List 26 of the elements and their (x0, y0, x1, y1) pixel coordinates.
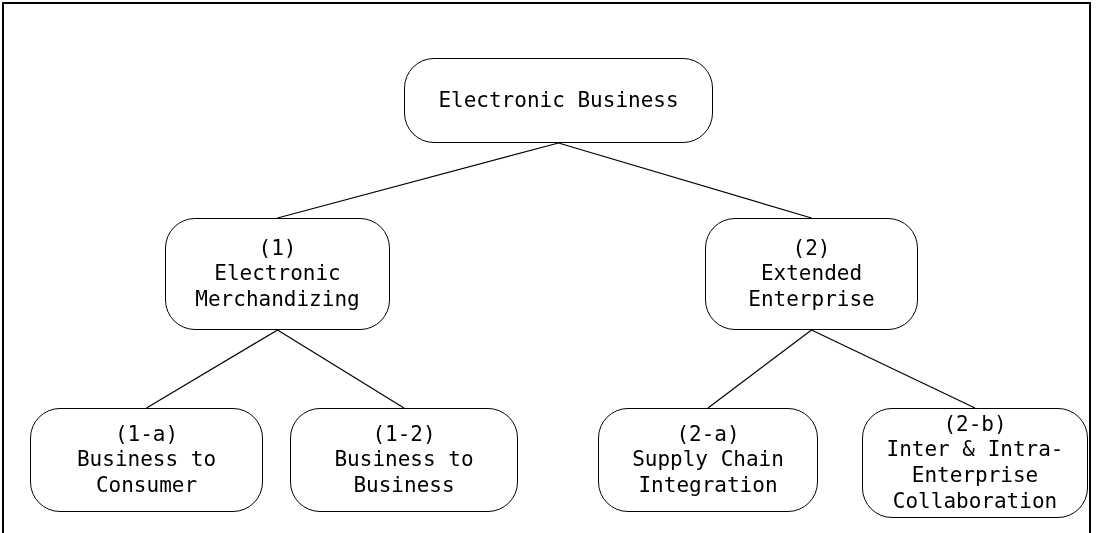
node-label: Extended Enterprise (747, 261, 876, 313)
node-number: (1-a) (114, 421, 179, 448)
connector-line (276, 329, 405, 409)
node-label: Supply Chain Integration (631, 447, 785, 499)
rounded-box (290, 408, 518, 512)
connector-line (145, 329, 279, 409)
node-label: Inter & Intra-Enterprise Collaboration (885, 437, 1065, 515)
node-number: (2) (792, 235, 831, 262)
rounded-box (598, 408, 818, 512)
rounded-box (404, 58, 713, 143)
node-number: (2-a) (676, 421, 740, 448)
node-number: (1-2) (372, 421, 436, 448)
node-number: (2-b) (943, 411, 1007, 438)
node-label: Business to Consumer (75, 447, 218, 499)
rounded-box (862, 408, 1088, 518)
rounded-box (165, 218, 390, 330)
node-label: Business to Business (333, 447, 475, 499)
node-label: Electronic Merchandizing (194, 261, 361, 313)
node-number: (1) (258, 235, 297, 262)
connector-line (557, 142, 813, 219)
connector-line (276, 142, 560, 219)
rounded-box (30, 408, 263, 512)
rounded-box (705, 218, 918, 330)
connector-line (810, 329, 976, 409)
node-label: Electronic Business (438, 87, 679, 114)
connector-line (707, 329, 813, 409)
